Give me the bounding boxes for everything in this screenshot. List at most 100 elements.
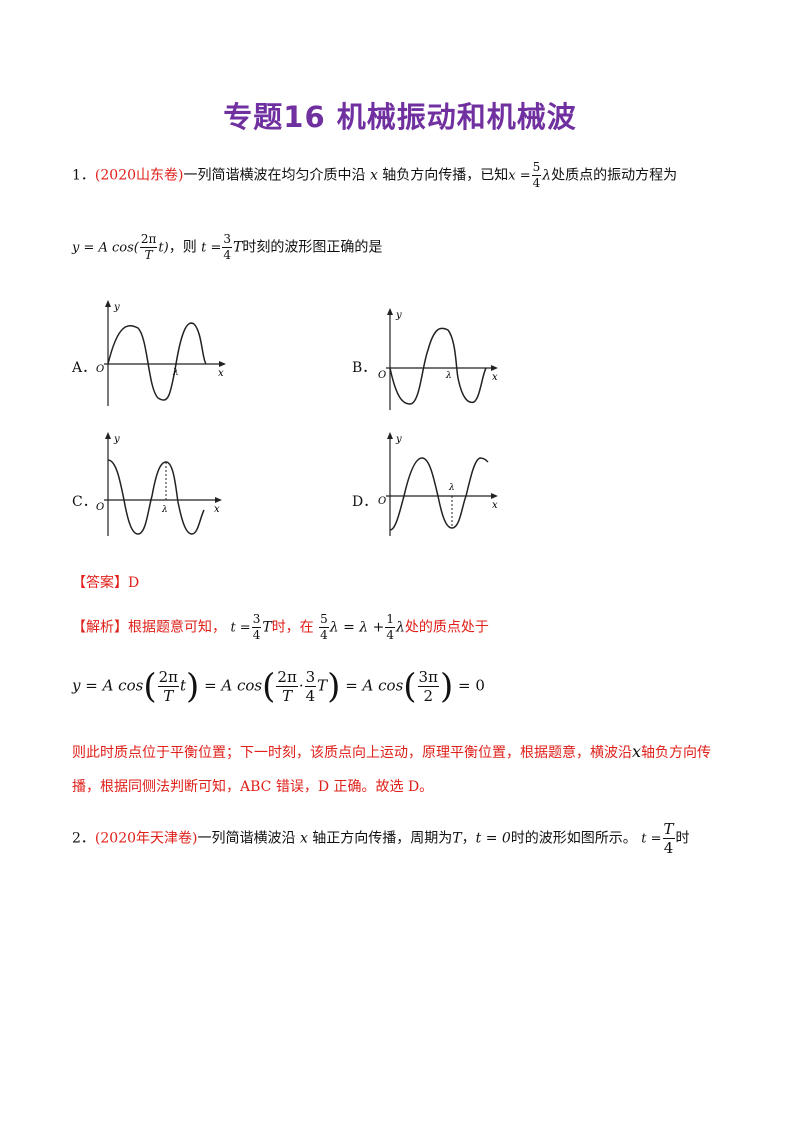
- q2-stem-d: 时的波形如图所示。: [510, 830, 637, 847]
- analysis-t-rhs: T: [262, 619, 272, 636]
- conclusion-text: 则此时质点位于平衡位置；下一时刻，该质点向上运动，原理平衡位置，根据题意，横波沿: [72, 745, 632, 761]
- origin-label: O: [96, 502, 104, 513]
- q2-stem-e: 时: [675, 830, 690, 847]
- option-b-graph[interactable]: y O λ x: [372, 306, 512, 416]
- lambda-label: λ: [161, 505, 168, 515]
- calc-p1: y = A cos: [72, 676, 144, 695]
- option-a-graph[interactable]: y O λ x: [90, 298, 230, 408]
- q1-t-lhs: t =: [201, 240, 222, 256]
- calc-p2b: T: [317, 676, 328, 695]
- q1-stem-a: 一列简谐横波在均匀介质中沿: [183, 167, 366, 184]
- x-label: x: [492, 500, 498, 511]
- lambda-label: λ: [445, 371, 452, 381]
- q1-number: 1．: [72, 167, 95, 184]
- analysis-pos-end: λ: [395, 619, 405, 636]
- y-label: y: [395, 434, 402, 445]
- conclusion-x: x: [632, 742, 642, 761]
- option-c-graph[interactable]: y O λ x: [90, 430, 230, 540]
- q1-then-b: 时刻的波形图正确的是: [242, 239, 383, 256]
- q2-stem: 2．(2020年天津卷)一列简谐横波沿 x 轴正方向传播，周期为T，t = 0时…: [72, 820, 690, 857]
- q2-number: 2．: [72, 830, 95, 847]
- q1-eq-lhs: y = A cos(: [72, 240, 139, 256]
- analysis-t-lhs: t =: [230, 620, 251, 636]
- q1-var-x: x: [369, 167, 378, 184]
- q1-stem-b: 轴负方向传播，已知: [382, 167, 509, 184]
- origin-label: O: [378, 496, 386, 507]
- y-axis-arrow: [387, 308, 393, 315]
- y-label: y: [113, 302, 120, 313]
- q2-stem-b: 轴正方向传播，周期为: [312, 830, 453, 847]
- q2-stem-c: ，: [461, 830, 476, 847]
- q1-eq-rhs: t): [158, 240, 169, 256]
- lambda-label: λ: [172, 368, 179, 378]
- q1-source: (2020山东卷): [94, 167, 184, 184]
- x-axis-arrow: [491, 365, 498, 371]
- analysis-c: 处的质点处于: [404, 619, 489, 636]
- q2-source: (2020年天津卷): [94, 830, 198, 847]
- origin-label: O: [378, 370, 386, 381]
- option-d-label[interactable]: D．: [352, 494, 378, 510]
- x-axis-arrow: [491, 493, 498, 499]
- calc-p1b: t: [179, 676, 187, 695]
- q1-t-rhs: T: [233, 239, 243, 256]
- y-axis-arrow: [105, 300, 111, 307]
- calc-p3: = A cos: [345, 676, 404, 695]
- calc-p2: = A cos: [204, 676, 263, 695]
- q2-stem-a: 一列简谐横波沿: [197, 830, 296, 847]
- q2-t0: t = 0: [475, 830, 511, 847]
- y-axis-arrow: [105, 432, 111, 439]
- q1-stem-c: 处质点的振动方程为: [551, 167, 678, 184]
- q1-answer: 【答案】D: [72, 572, 139, 592]
- option-d-graph[interactable]: y O λ x: [372, 430, 512, 540]
- q2-t-lhs: t =: [641, 831, 662, 847]
- page-title: 专题16 机械振动和机械波: [223, 100, 577, 134]
- x-label: x: [214, 504, 220, 515]
- q1-then-a: ，则: [168, 239, 197, 256]
- option-c-label[interactable]: C．: [72, 494, 97, 510]
- wave-curve: [107, 322, 207, 401]
- calc-dot: ·: [298, 676, 304, 695]
- option-b-label[interactable]: B．: [352, 360, 377, 376]
- q1-pos-lambda: λ: [542, 167, 552, 184]
- y-label: y: [395, 310, 402, 321]
- y-label: y: [113, 434, 120, 445]
- q1-conclusion-line1: 则此时质点位于平衡位置；下一时刻，该质点向上运动，原理平衡位置，根据题意，横波沿…: [72, 742, 711, 762]
- answer-value: D: [128, 575, 140, 591]
- x-label: x: [492, 372, 498, 383]
- wave-curve: [389, 457, 489, 531]
- lambda-label: λ: [448, 483, 455, 493]
- answer-tag: 【答案】: [72, 575, 128, 591]
- analysis-pos-mid: λ = λ +: [329, 619, 385, 636]
- conclusion-end: 轴负方向传: [641, 745, 712, 761]
- analysis-tag: 【解析】: [72, 619, 128, 636]
- analysis-b: 时，在: [271, 619, 314, 636]
- q1-conclusion-line2: 播，根据同侧法判断可知，ABC 错误，D 正确。故选 D。: [72, 779, 434, 795]
- option-a-label[interactable]: A．: [72, 360, 97, 376]
- x-axis-arrow: [219, 361, 226, 367]
- x-label: x: [218, 368, 224, 379]
- wave-curve: [389, 327, 487, 405]
- wave-curve: [107, 459, 205, 535]
- q1-stem: 1．(2020山东卷)一列简谐横波在均匀介质中沿 x 轴负方向传播，已知x =5…: [72, 160, 678, 190]
- origin-label: O: [96, 364, 104, 375]
- x-axis-arrow: [215, 497, 222, 503]
- calc-p4: = 0: [458, 676, 485, 695]
- y-axis-arrow: [387, 432, 393, 439]
- analysis-a: 根据题意可知，: [128, 619, 226, 636]
- q2-var-T: T: [452, 830, 462, 847]
- q2-var-x: x: [299, 830, 308, 847]
